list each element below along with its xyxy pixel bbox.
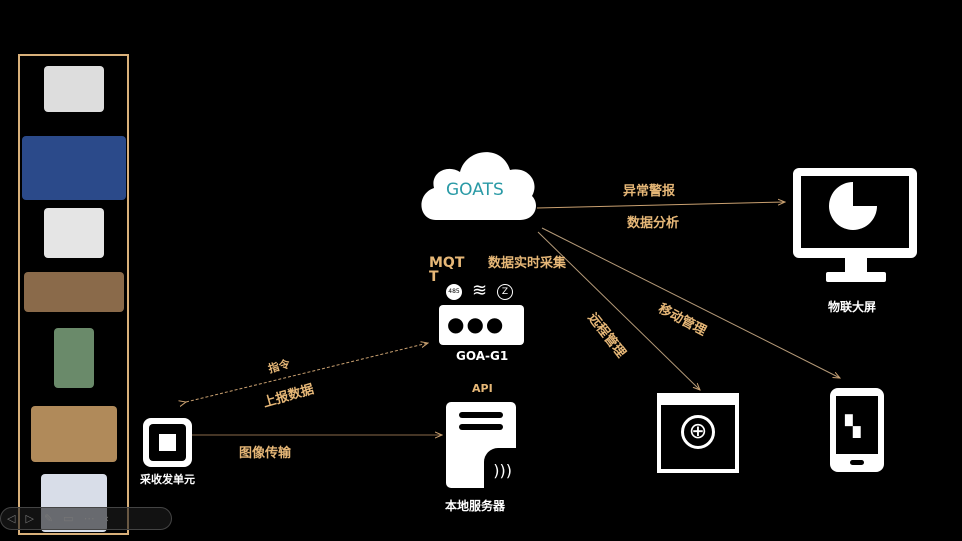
label-mqtt: MQTT — [429, 255, 465, 285]
line-cloud-screen — [536, 202, 785, 209]
monitor-base — [826, 272, 886, 282]
server-label: 本地服务器 — [445, 499, 506, 513]
presentation-toolbar[interactable]: ◁ ▷ ✎ ▭ ⋯ ‹ — [0, 507, 172, 530]
label-alarm: 异常警报 — [623, 184, 676, 199]
sewing-machine-image — [43, 66, 104, 112]
cloud-icon — [421, 152, 536, 220]
pen-icon[interactable]: ✎ — [43, 512, 54, 525]
chip-icon — [143, 418, 192, 467]
cloud-label: GOATS — [446, 180, 504, 200]
cutting-machine-image — [21, 136, 126, 200]
phone-icon: ▚ — [830, 388, 884, 472]
unit-label: 采收发单元 — [140, 473, 195, 486]
rs485-icon: 485 — [446, 284, 462, 300]
post-machine-image — [53, 328, 94, 388]
screen-label: 物联大屏 — [828, 300, 877, 314]
more-icon[interactable]: ⋯ — [83, 512, 95, 525]
monitor-icon — [793, 168, 917, 258]
line-unit-gateway — [186, 343, 428, 402]
browser-icon: ⊕ — [657, 393, 739, 473]
line-cloud-phone — [541, 227, 840, 378]
apps-icon: ▚ — [845, 414, 861, 438]
line-cloud-browser — [537, 231, 700, 390]
machines-panel — [18, 54, 129, 535]
globe-icon: ⊕ — [681, 415, 715, 449]
label-image: 图像传输 — [239, 446, 292, 461]
server-icon: ))) — [446, 402, 516, 488]
comment-icon[interactable]: ▭ — [63, 512, 74, 525]
label-realtime: 数据实时采集 — [488, 256, 567, 271]
gateway-icon: ●●● — [439, 305, 524, 345]
zigbee-icon: Z — [497, 284, 513, 300]
gateway-label: GOA-G1 — [456, 349, 509, 363]
label-api: API — [472, 382, 493, 395]
monitor-stand — [845, 258, 867, 272]
template-machine-image — [30, 406, 117, 462]
play-icon[interactable]: ▷ — [25, 512, 34, 525]
wifi-icon: ≋ — [472, 280, 488, 301]
label-analysis: 数据分析 — [627, 216, 680, 231]
back-icon[interactable]: ‹ — [104, 512, 109, 525]
buttonhole-machine-image — [43, 208, 104, 258]
prev-icon[interactable]: ◁ — [7, 512, 16, 525]
cutting-table-image — [23, 272, 124, 312]
